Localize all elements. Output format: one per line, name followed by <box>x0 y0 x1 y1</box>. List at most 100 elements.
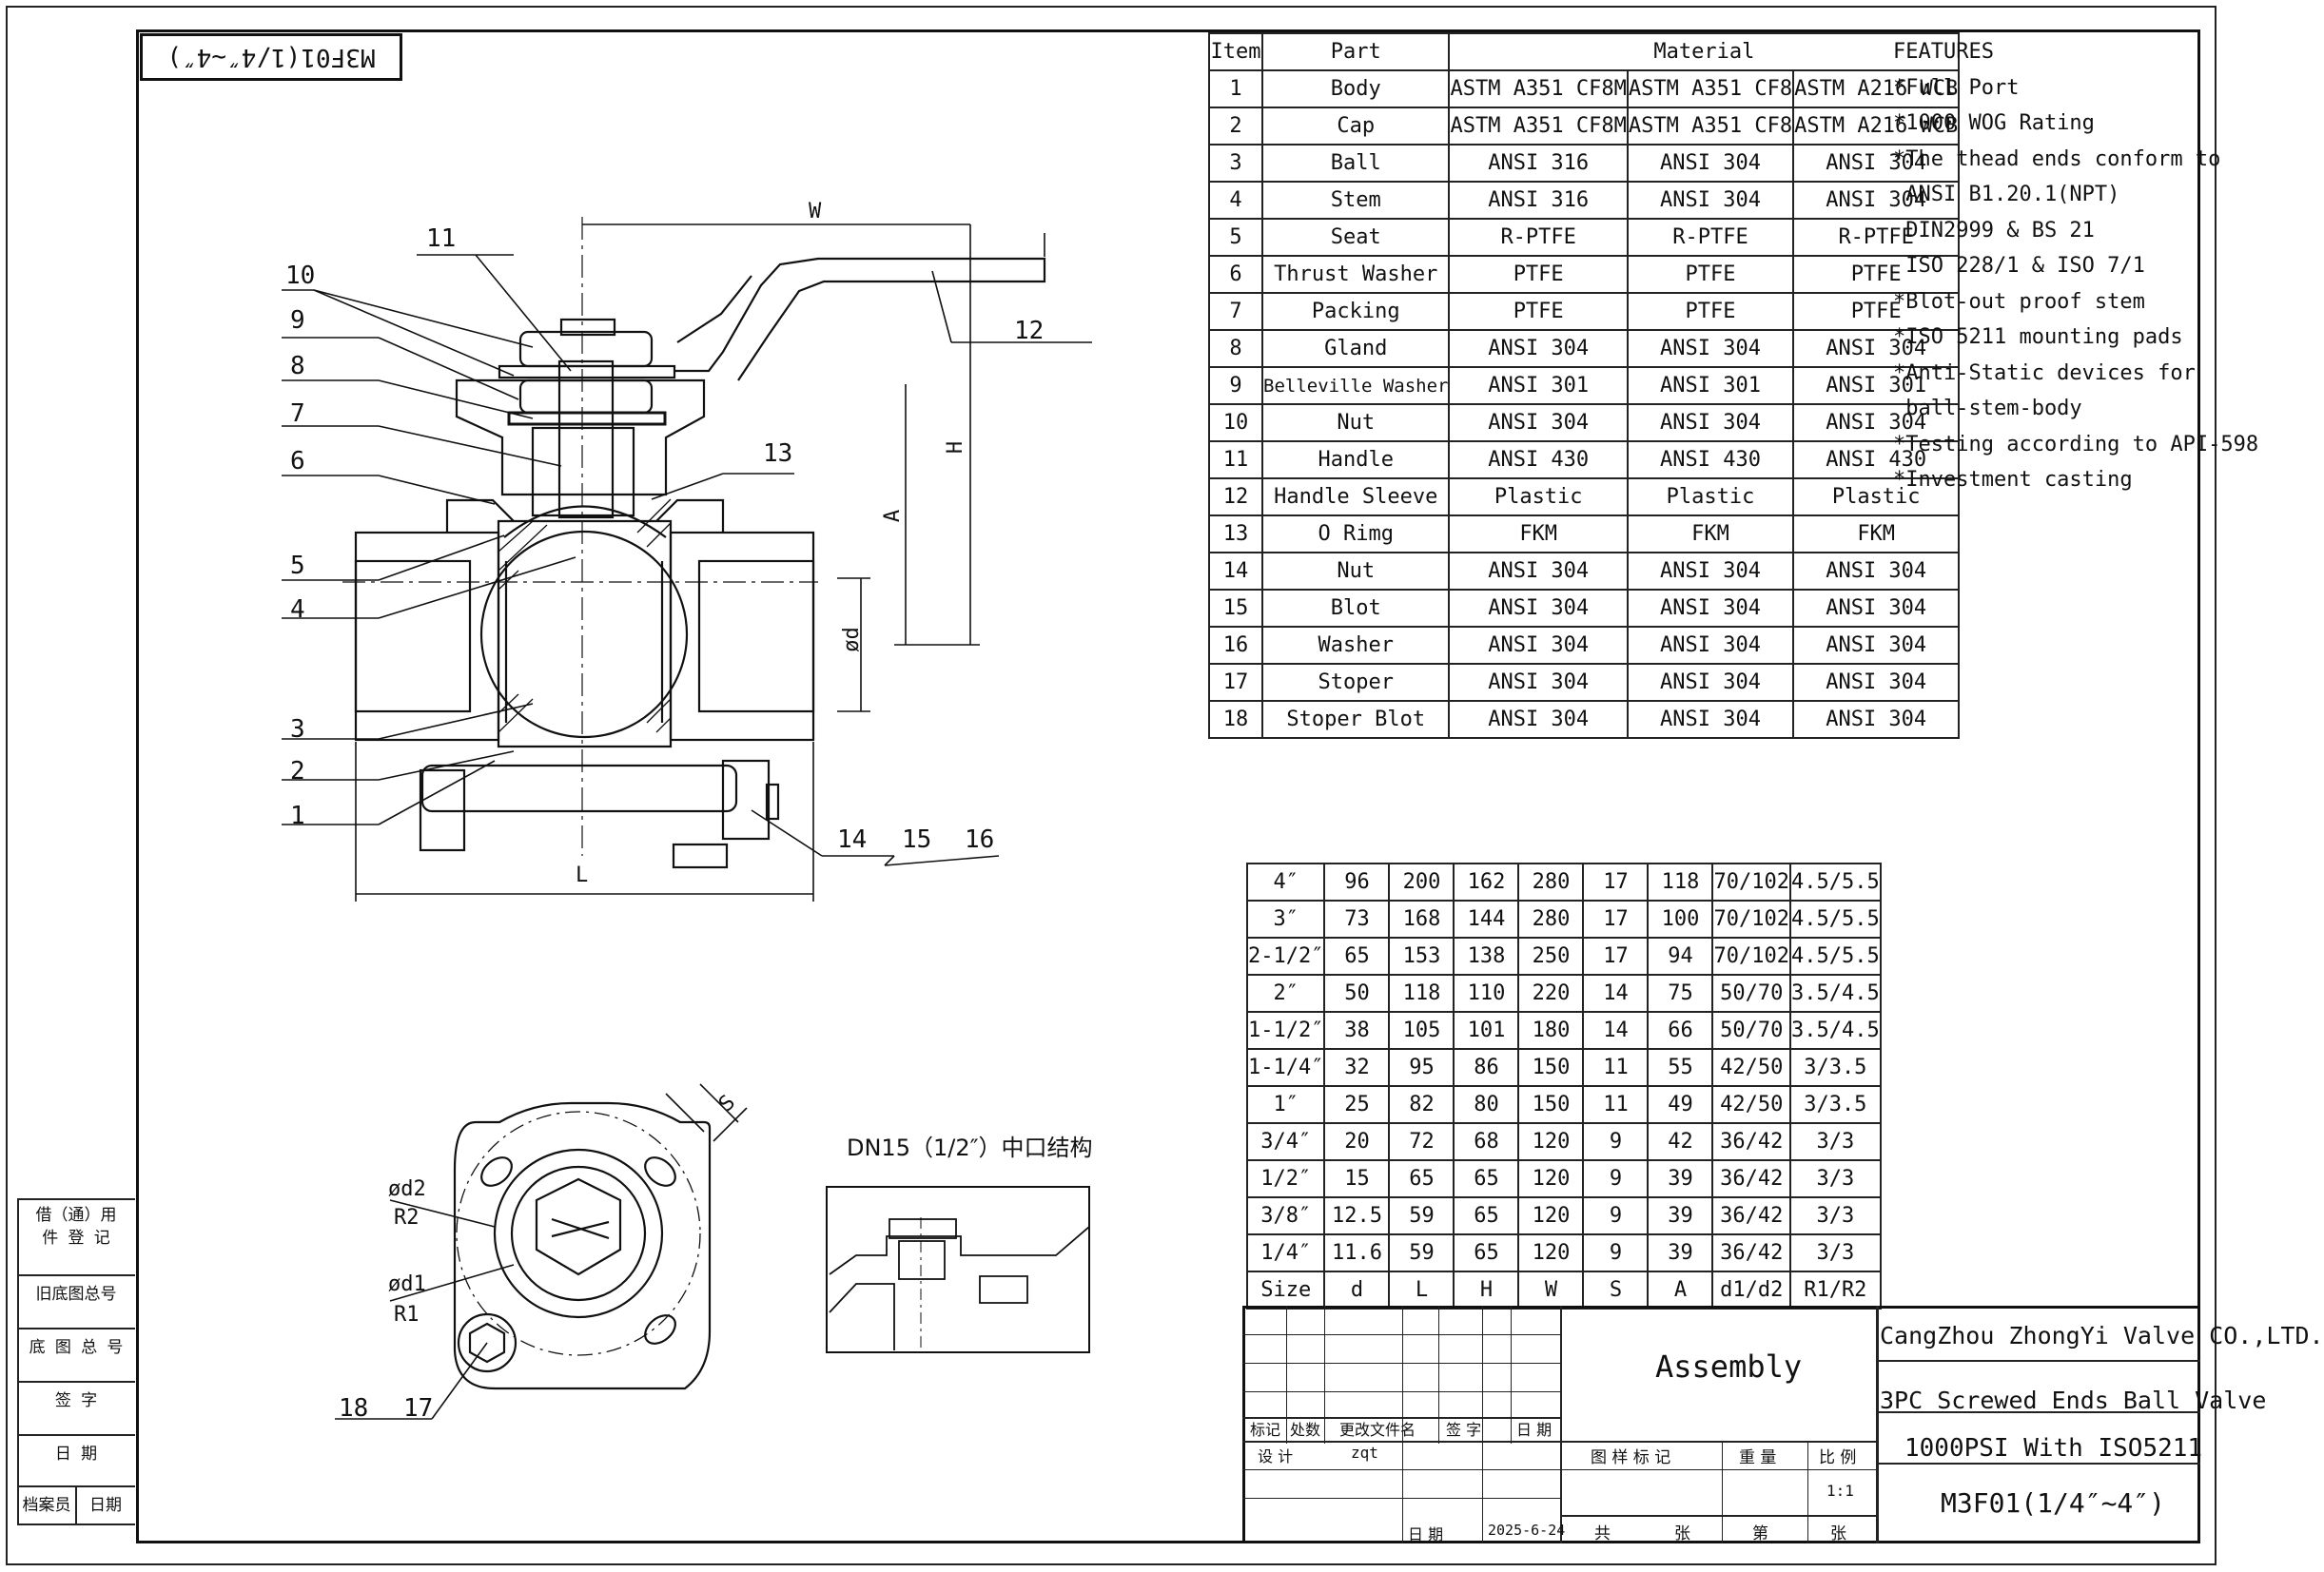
dimension-cell: 82 <box>1388 1085 1455 1124</box>
dimension-cell: 3/3 <box>1788 1122 1882 1161</box>
item-cell: 17 <box>1208 663 1263 702</box>
dimension-cell: 118 <box>1647 863 1714 902</box>
dimension-cell: 65 <box>1323 937 1391 976</box>
feature-line: *ISO 5211 mounting pads <box>1893 325 2183 349</box>
dimension-cell: 50 <box>1323 974 1391 1013</box>
dimension-cell: 168 <box>1388 900 1455 939</box>
dimension-cell: 105 <box>1388 1011 1455 1050</box>
size-cell: 2-1/2″ <box>1245 937 1326 976</box>
dim-d-label: ød <box>839 627 864 652</box>
dimension-cell: 17 <box>1582 863 1650 902</box>
date-block: 日 期 <box>17 1434 135 1472</box>
material-cell: ASTM A216 WCB <box>1792 107 1961 146</box>
dimension-cell: 3/3 <box>1788 1159 1882 1198</box>
callout-5: 5 <box>290 552 305 580</box>
material-cell: ASTM A351 CF8M <box>1448 69 1629 108</box>
dimension-cell: 14 <box>1582 974 1650 1013</box>
header-part: Part <box>1260 32 1451 71</box>
material-cell: ANSI 316 <box>1448 181 1629 220</box>
material-cell: ANSI 304 <box>1792 403 1961 442</box>
dimension-cell: 70/102 <box>1711 937 1791 976</box>
material-cell: ANSI 304 <box>1448 552 1629 591</box>
dim-l-label: L <box>576 864 589 887</box>
material-cell: ANSI 430 <box>1792 440 1961 479</box>
dimension-cell: 50/70 <box>1711 1011 1791 1050</box>
dimension-cell: 120 <box>1517 1196 1585 1235</box>
r2-label: R2 <box>394 1206 420 1230</box>
part-cell: Handle <box>1260 440 1451 479</box>
part-cell: Stoper <box>1260 663 1451 702</box>
material-cell: ANSI 304 <box>1448 700 1629 739</box>
callout-13: 13 <box>763 439 793 468</box>
dimension-cell: 12.5 <box>1323 1196 1391 1235</box>
material-cell: R-PTFE <box>1448 218 1629 257</box>
dimension-cell: 42 <box>1647 1122 1714 1161</box>
material-cell: Plastic <box>1792 477 1961 516</box>
material-cell: ANSI 304 <box>1626 663 1795 702</box>
material-cell: ANSI 304 <box>1448 626 1629 665</box>
tb-design: 设 计 <box>1258 1447 1294 1465</box>
material-cell: ANSI 304 <box>1448 663 1629 702</box>
tb-date: 日 期 <box>1516 1421 1553 1439</box>
tb-drawing-mark: 图 样 标 记 <box>1591 1448 1671 1467</box>
material-cell: ANSI 304 <box>1626 144 1795 183</box>
material-cell: FKM <box>1448 514 1629 553</box>
material-cell: ANSI 304 <box>1792 552 1961 591</box>
dimension-cell: 220 <box>1517 974 1585 1013</box>
dimension-cell: 73 <box>1323 900 1391 939</box>
dimension-cell: 120 <box>1517 1233 1585 1272</box>
callout-8: 8 <box>290 352 305 380</box>
part-cell: O Rimg <box>1260 514 1451 553</box>
dimension-cell: 39 <box>1647 1196 1714 1235</box>
part-cell: Packing <box>1260 292 1451 331</box>
callout-4: 4 <box>290 595 305 624</box>
dimension-cell: 280 <box>1517 863 1585 902</box>
dimension-cell: 42/50 <box>1711 1085 1791 1124</box>
dimension-cell: 4.5/5.5 <box>1788 937 1882 976</box>
size-cell: 1″ <box>1245 1085 1326 1124</box>
borrow-register: 借（通）用 件 登 记 <box>17 1198 135 1257</box>
size-cell: 4″ <box>1245 863 1326 902</box>
tb-scale-value: 1:1 <box>1826 1482 1854 1500</box>
tb-date-value: 2025-6-24 <box>1488 1522 1566 1539</box>
item-cell: 4 <box>1208 181 1263 220</box>
feature-line: ball-stem-body <box>1893 397 2082 420</box>
dimension-cell: 3/3.5 <box>1788 1048 1882 1087</box>
callout-12: 12 <box>1014 317 1045 345</box>
feature-line: *The thead ends conform to <box>1893 146 2221 171</box>
item-cell: 2 <box>1208 107 1263 146</box>
item-cell: 3 <box>1208 144 1263 183</box>
callout-15: 15 <box>902 825 932 854</box>
dimension-cell: 100 <box>1647 900 1714 939</box>
callout-10: 10 <box>285 262 316 290</box>
dimension-cell: 3.5/4.5 <box>1788 1011 1882 1050</box>
material-cell: ANSI 304 <box>1792 663 1961 702</box>
dimension-cell: 101 <box>1453 1011 1520 1050</box>
callout-6: 6 <box>290 447 305 475</box>
size-cell: Size <box>1245 1271 1326 1310</box>
feature-line: ISO 228/1 & ISO 7/1 <box>1893 254 2145 278</box>
material-cell: ANSI 304 <box>1448 403 1629 442</box>
material-cell: ANSI 301 <box>1792 366 1961 405</box>
dimension-cell: 65 <box>1453 1233 1520 1272</box>
feature-line: FEATURES <box>1893 40 1994 64</box>
dimension-cell: 70/102 <box>1711 900 1791 939</box>
tb-company: CangZhou ZhongYi Valve CO.,LTD. <box>1880 1322 2324 1349</box>
feature-line: *Full Port <box>1893 75 2020 100</box>
dimension-cell: R1/R2 <box>1788 1271 1882 1310</box>
callout-14: 14 <box>837 825 868 854</box>
tb-sheets2: 张 <box>1830 1524 1846 1543</box>
material-cell: ANSI 304 <box>1626 589 1795 628</box>
item-cell: 8 <box>1208 329 1263 368</box>
